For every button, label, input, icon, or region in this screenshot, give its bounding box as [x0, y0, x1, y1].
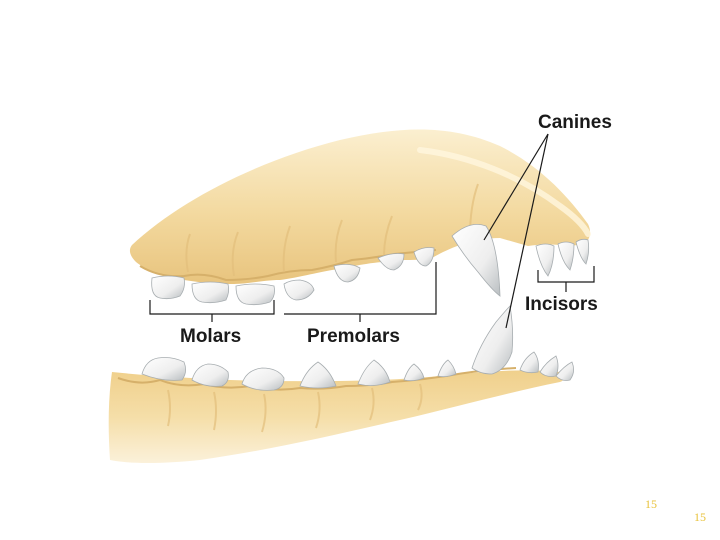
lower-root-ridges: [167, 383, 423, 433]
snout-ridge: [417, 147, 591, 237]
lower-canine: [471, 305, 514, 375]
lower-molar-1: [141, 357, 186, 381]
upper-premolar-4: [413, 247, 435, 267]
lower-premolar-3: [403, 363, 425, 382]
upper-molar-2: [191, 281, 230, 304]
lower-incisor-3: [555, 361, 574, 381]
upper-premolar-1: [283, 279, 315, 301]
upper-molar-1: [151, 275, 185, 300]
lower-premolar-1: [299, 361, 337, 389]
lower-jaw-bone: [108, 370, 565, 463]
upper-canine: [451, 223, 501, 297]
lower-molar-3: [241, 367, 285, 391]
lower-premolar-4: [437, 359, 457, 378]
page-number: 15: [645, 497, 657, 511]
canines-pointer-upper: [483, 133, 549, 241]
upper-jaw-bone: [129, 129, 591, 284]
upper-incisor-3: [575, 238, 590, 265]
upper-incisor-2: [557, 241, 575, 271]
label-molars: Molars: [180, 326, 241, 347]
upper-premolar-3: [377, 253, 405, 271]
upper-premolar-2: [333, 264, 361, 283]
label-premolars: Premolars: [307, 326, 400, 347]
molars-bracket: [149, 300, 275, 322]
premolars-bracket: [284, 262, 437, 322]
lower-incisor-1: [519, 351, 539, 374]
lower-incisor-2: [539, 355, 559, 377]
upper-molar-3: [235, 283, 275, 306]
lower-molar-2: [191, 363, 229, 387]
upper-jaw: [129, 129, 591, 284]
upper-teeth: [151, 223, 590, 306]
canines-pointer-lower: [505, 133, 549, 329]
page-number-repeat: 15: [694, 510, 706, 524]
upper-incisor-1: [535, 243, 555, 277]
label-canines: Canines: [538, 112, 612, 133]
lower-teeth: [141, 305, 574, 391]
lower-premolar-2: [357, 359, 391, 386]
lower-jaw: [108, 367, 565, 463]
annotation-lines: [149, 133, 595, 329]
upper-root-ridges: [185, 183, 479, 277]
label-incisors: Incisors: [525, 294, 598, 315]
lower-gum-line: [117, 367, 517, 391]
incisors-bracket: [537, 266, 595, 292]
